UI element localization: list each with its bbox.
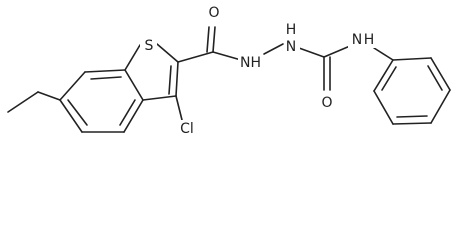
benzo-ring [59,69,144,133]
chlorine-label: Cl [180,121,194,137]
hydrazide-nh-1: NH [238,55,268,72]
n-label-3: N [352,32,362,48]
h-label-3: H [364,32,375,48]
nh-label-1: NH [240,55,261,71]
phenyl-ring [373,57,451,125]
ethyl-group [7,91,61,113]
thiophene-ring [124,43,179,101]
hydrazide-nh-2: H N [284,22,300,58]
chemical-structure-diagram: S O NH H N O N H Cl [7,4,451,138]
sulfur-atom: S [140,37,157,55]
hydrazide-chain [177,26,394,91]
carbonyl-oxygen-top: O [205,4,223,22]
sulfur-label: S [145,38,154,54]
h-label-2: H [286,22,297,38]
chloro-bond [175,95,183,121]
urea-oxygen: O [318,94,336,112]
anilide-nh: N H [348,31,376,48]
oxygen-label-top: O [208,5,219,21]
chlorine-atom: Cl [175,120,199,138]
oxygen-label-bottom: O [321,95,332,111]
n-label-2: N [286,39,296,55]
